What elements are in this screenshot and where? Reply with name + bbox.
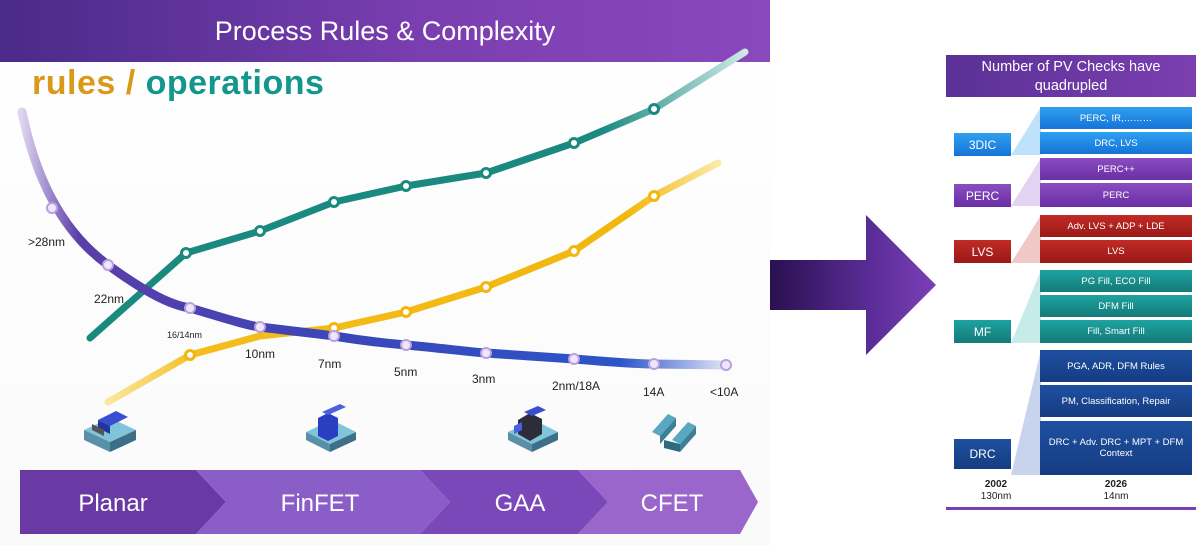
growth-wedge [1011, 350, 1041, 475]
growth-wedge [1011, 107, 1041, 155]
stage-label-cfet: CFET [641, 490, 704, 517]
operations-marker [648, 103, 660, 115]
operations-marker [400, 180, 412, 192]
pv-tag-perc: PERC [954, 184, 1011, 207]
title-bar [0, 0, 770, 62]
growth-wedge [1011, 270, 1041, 343]
pv-checks-title: Number of PV Checks have quadrupled [946, 55, 1196, 97]
rules-marker [480, 281, 492, 293]
heading-operations: operations [145, 64, 325, 102]
stage-chevron-gaa [420, 470, 608, 534]
pv-bar-pga-adr: PGA, ADR, DFM Rules [1040, 350, 1192, 382]
node-label: 130nm [980, 491, 1012, 502]
pv-tag-mf: MF [954, 320, 1011, 343]
node-label: 22nm [94, 292, 124, 306]
complexity-diagram: >28nm 22nm 16/14nm 10nm 7nm 5nm 3nm 2nm/… [17, 48, 758, 534]
page-title: Process Rules & Complexity [214, 16, 556, 46]
operations-marker [180, 247, 192, 259]
pv-bar-smart-fill: Fill, Smart Fill [1040, 320, 1192, 343]
right-arrow-icon [770, 215, 936, 355]
node-label: 7nm [318, 357, 341, 371]
node-label: <10A [710, 385, 738, 399]
operations-marker [480, 167, 492, 179]
node-marker [46, 202, 58, 214]
node-marker [720, 359, 732, 371]
heading-slash: / [115, 64, 146, 102]
pv-bar-drc-adv: DRC + Adv. DRC + MPT + DFM Context [1040, 421, 1192, 475]
pv-bar-perc: PERC [1040, 183, 1192, 207]
rules-marker [400, 306, 412, 318]
pv-checks-panel: Number of PV Checks have quadrupled PERC… [946, 55, 1196, 510]
operations-curve [86, 48, 749, 342]
finfet-transistor-icon [306, 404, 356, 452]
node-marker [648, 358, 660, 370]
node-label: 16/14nm [167, 330, 202, 340]
stage-label-planar: Planar [78, 490, 147, 517]
curve-markers [46, 103, 732, 371]
node-marker [480, 347, 492, 359]
stage-label-gaa: GAA [495, 490, 546, 517]
year-label: 2002 [984, 479, 1008, 490]
node-label: >28nm [28, 235, 65, 249]
pv-tag-lvs: LVS [954, 240, 1011, 263]
node-label: 2nm/18A [552, 379, 600, 393]
year-2026: 2026 14nm [1086, 479, 1146, 503]
node-marker [568, 353, 580, 365]
pv-bar-3dic-perc-ir: PERC, IR,……… [1040, 107, 1192, 129]
year-label: 2026 [1104, 479, 1128, 490]
rules-marker [568, 245, 580, 257]
rules-marker [184, 349, 196, 361]
pv-bar-pm-classification: PM, Classification, Repair [1040, 385, 1192, 417]
pv-tag-3dic: 3DIC [954, 133, 1011, 156]
gaa-transistor-icon [508, 406, 558, 452]
process-rules-panel: Process Rules & Complexity rules / opera… [0, 0, 770, 545]
pv-bar-3dic-drc-lvs: DRC, LVS [1040, 132, 1192, 154]
cfet-transistor-icon [652, 414, 696, 452]
node-marker [400, 339, 412, 351]
stage-chevron-planar [20, 470, 226, 534]
stage-label-finfet: FinFET [281, 490, 360, 517]
node-label: 3nm [472, 372, 495, 386]
node-marker [184, 302, 196, 314]
node-label: 14nm [1103, 491, 1129, 502]
node-marker [254, 321, 266, 333]
pv-bar-pg-fill: PG Fill, ECO Fill [1040, 270, 1192, 292]
technology-stage-band: Planar FinFET GAA CFET [20, 470, 758, 534]
pv-bar-perc-plus: PERC++ [1040, 158, 1192, 180]
pv-baseline [946, 507, 1196, 510]
chart-heading: rules / operations [32, 64, 324, 103]
pv-bar-adv-lvs: Adv. LVS + ADP + LDE [1040, 215, 1192, 237]
node-curve [17, 107, 731, 370]
growth-wedge [1011, 215, 1041, 263]
pv-tag-drc: DRC [954, 439, 1011, 469]
year-2002: 2002 130nm [966, 479, 1026, 503]
node-label: 10nm [245, 347, 275, 361]
stage-chevron-cfet [578, 470, 758, 534]
rules-marker [648, 190, 660, 202]
node-marker [328, 330, 340, 342]
node-label: 14A [643, 385, 664, 399]
operations-marker [568, 137, 580, 149]
pv-bar-dfm-fill: DFM Fill [1040, 295, 1192, 317]
stage-chevron-finfet [196, 470, 450, 534]
node-marker [102, 259, 114, 271]
pv-bar-lvs: LVS [1040, 240, 1192, 263]
node-label: 5nm [394, 365, 417, 379]
growth-wedge [1011, 158, 1041, 206]
operations-marker [254, 225, 266, 237]
operations-marker [328, 196, 340, 208]
planar-transistor-icon [84, 411, 136, 452]
heading-rules: rules [32, 64, 116, 102]
